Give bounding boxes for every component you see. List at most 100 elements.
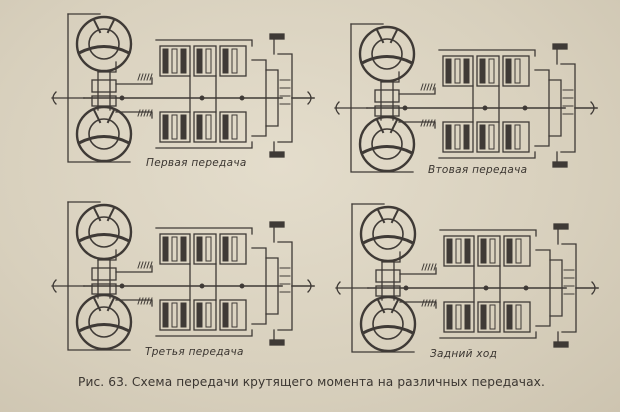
- converter-column: [97, 259, 111, 299]
- gear-tooth: [196, 302, 203, 328]
- hatch-mark: [140, 297, 144, 305]
- brake-band-top: [553, 223, 569, 230]
- hatch-mark: [421, 263, 425, 271]
- panel-label-third-gear: Третья передача: [145, 346, 244, 358]
- torque-flow-dot: [119, 283, 125, 289]
- scheme-panel-2: [334, 23, 598, 173]
- link-line: [380, 71, 400, 83]
- converter-column: [380, 81, 394, 121]
- gear-tooth: [171, 48, 178, 74]
- planetary-set-upper-1: [442, 55, 474, 87]
- planetary-set-lower-3: [219, 299, 247, 331]
- hatch-mark: [427, 263, 431, 271]
- carrier-line-bottom: [438, 151, 536, 159]
- hatch-mark: [146, 109, 150, 117]
- gear-housing: [219, 45, 247, 77]
- hatch-mark: [423, 119, 427, 127]
- planetary-set-lower-2: [477, 301, 501, 333]
- output-drum: [534, 69, 550, 147]
- converter-vane: [92, 206, 102, 222]
- carrier-line-top: [438, 49, 536, 57]
- hatch-mark: [433, 299, 437, 307]
- hatch-mark: [137, 73, 141, 81]
- gear-tooth: [479, 124, 486, 150]
- gear-housing: [442, 55, 474, 87]
- planetary-set-lower-2: [193, 111, 217, 143]
- gear-tooth: [222, 48, 229, 74]
- gear-tooth: [231, 236, 238, 262]
- hatch-mark: [429, 83, 433, 91]
- gear-housing: [159, 299, 191, 331]
- gear-tooth: [506, 304, 513, 330]
- planetary-set-upper-3: [502, 55, 530, 87]
- planetary-set-upper-1: [159, 45, 191, 77]
- input-rotation-icon: [335, 101, 340, 115]
- hatch-mark: [429, 119, 433, 127]
- hatch-mark: [140, 109, 144, 117]
- gear-tooth: [464, 304, 471, 330]
- panel-label-second-gear: Втовая передача: [428, 164, 528, 176]
- torque-flow-dot: [119, 95, 125, 101]
- link-line: [97, 249, 117, 261]
- gear-tooth: [488, 124, 495, 150]
- gear-tooth: [171, 302, 178, 328]
- gear-tooth: [514, 58, 521, 84]
- converter-inner-ring: [88, 306, 120, 338]
- torque-flow-dot: [482, 105, 488, 111]
- clutch-block: [91, 95, 117, 107]
- brake-band-bottom: [269, 339, 285, 346]
- set-connectors: [472, 85, 500, 123]
- gear-housing: [476, 121, 500, 153]
- hatch-mark: [424, 299, 428, 307]
- converter-vane: [390, 298, 400, 314]
- carrier-line-top: [439, 229, 537, 237]
- torque-flow-dot: [523, 285, 529, 291]
- gear-tooth: [489, 238, 496, 264]
- planetary-set-lower-1: [159, 111, 191, 143]
- hatch-mark: [143, 297, 147, 305]
- converter-inner-ring: [371, 128, 403, 160]
- input-rotation-icon: [52, 91, 57, 105]
- hatch-mark: [140, 261, 144, 269]
- figure-caption: Рис. 63. Схема передачи крутящего момент…: [78, 375, 545, 389]
- hatch-mark: [146, 297, 150, 305]
- gear-housing: [159, 233, 191, 265]
- gear-tooth: [445, 124, 452, 150]
- gear-tooth: [162, 302, 169, 328]
- gear-tooth: [454, 124, 461, 150]
- hatch-mark: [149, 297, 153, 305]
- gear-housing: [476, 55, 500, 87]
- carrier-line-bottom: [155, 141, 253, 149]
- hatch-mark: [137, 109, 141, 117]
- carrier-line-top: [155, 227, 253, 235]
- hatch-mark: [426, 119, 430, 127]
- converter-column: [381, 261, 395, 301]
- housing-frame: [350, 23, 414, 173]
- gear-tooth: [231, 48, 238, 74]
- converter-vane: [92, 296, 102, 312]
- converter-vane: [92, 108, 102, 124]
- gear-housing: [193, 299, 217, 331]
- torque-flow-dot: [199, 283, 205, 289]
- gear-housing: [219, 233, 247, 265]
- planetary-set-upper-3: [219, 45, 247, 77]
- torque-flow-dot: [239, 95, 245, 101]
- converter-wheel-upper: [75, 203, 133, 261]
- clutch-block: [374, 105, 400, 117]
- hatch-mark: [424, 263, 428, 271]
- gear-tooth: [455, 238, 462, 264]
- converter-outer-ring: [359, 205, 417, 263]
- gear-tooth: [205, 236, 212, 262]
- gear-tooth: [480, 238, 487, 264]
- brake-band-top: [552, 43, 568, 50]
- planetary-set-upper-2: [193, 233, 217, 265]
- gear-tooth: [162, 236, 169, 262]
- gear-tooth: [488, 58, 495, 84]
- converter-blade: [360, 325, 416, 336]
- output-drum: [251, 59, 267, 137]
- hatch-mark: [432, 83, 436, 91]
- output-drum-step: [548, 79, 562, 137]
- converter-vane: [106, 108, 116, 124]
- output-drum-step: [265, 69, 279, 127]
- hatch-mark: [143, 109, 147, 117]
